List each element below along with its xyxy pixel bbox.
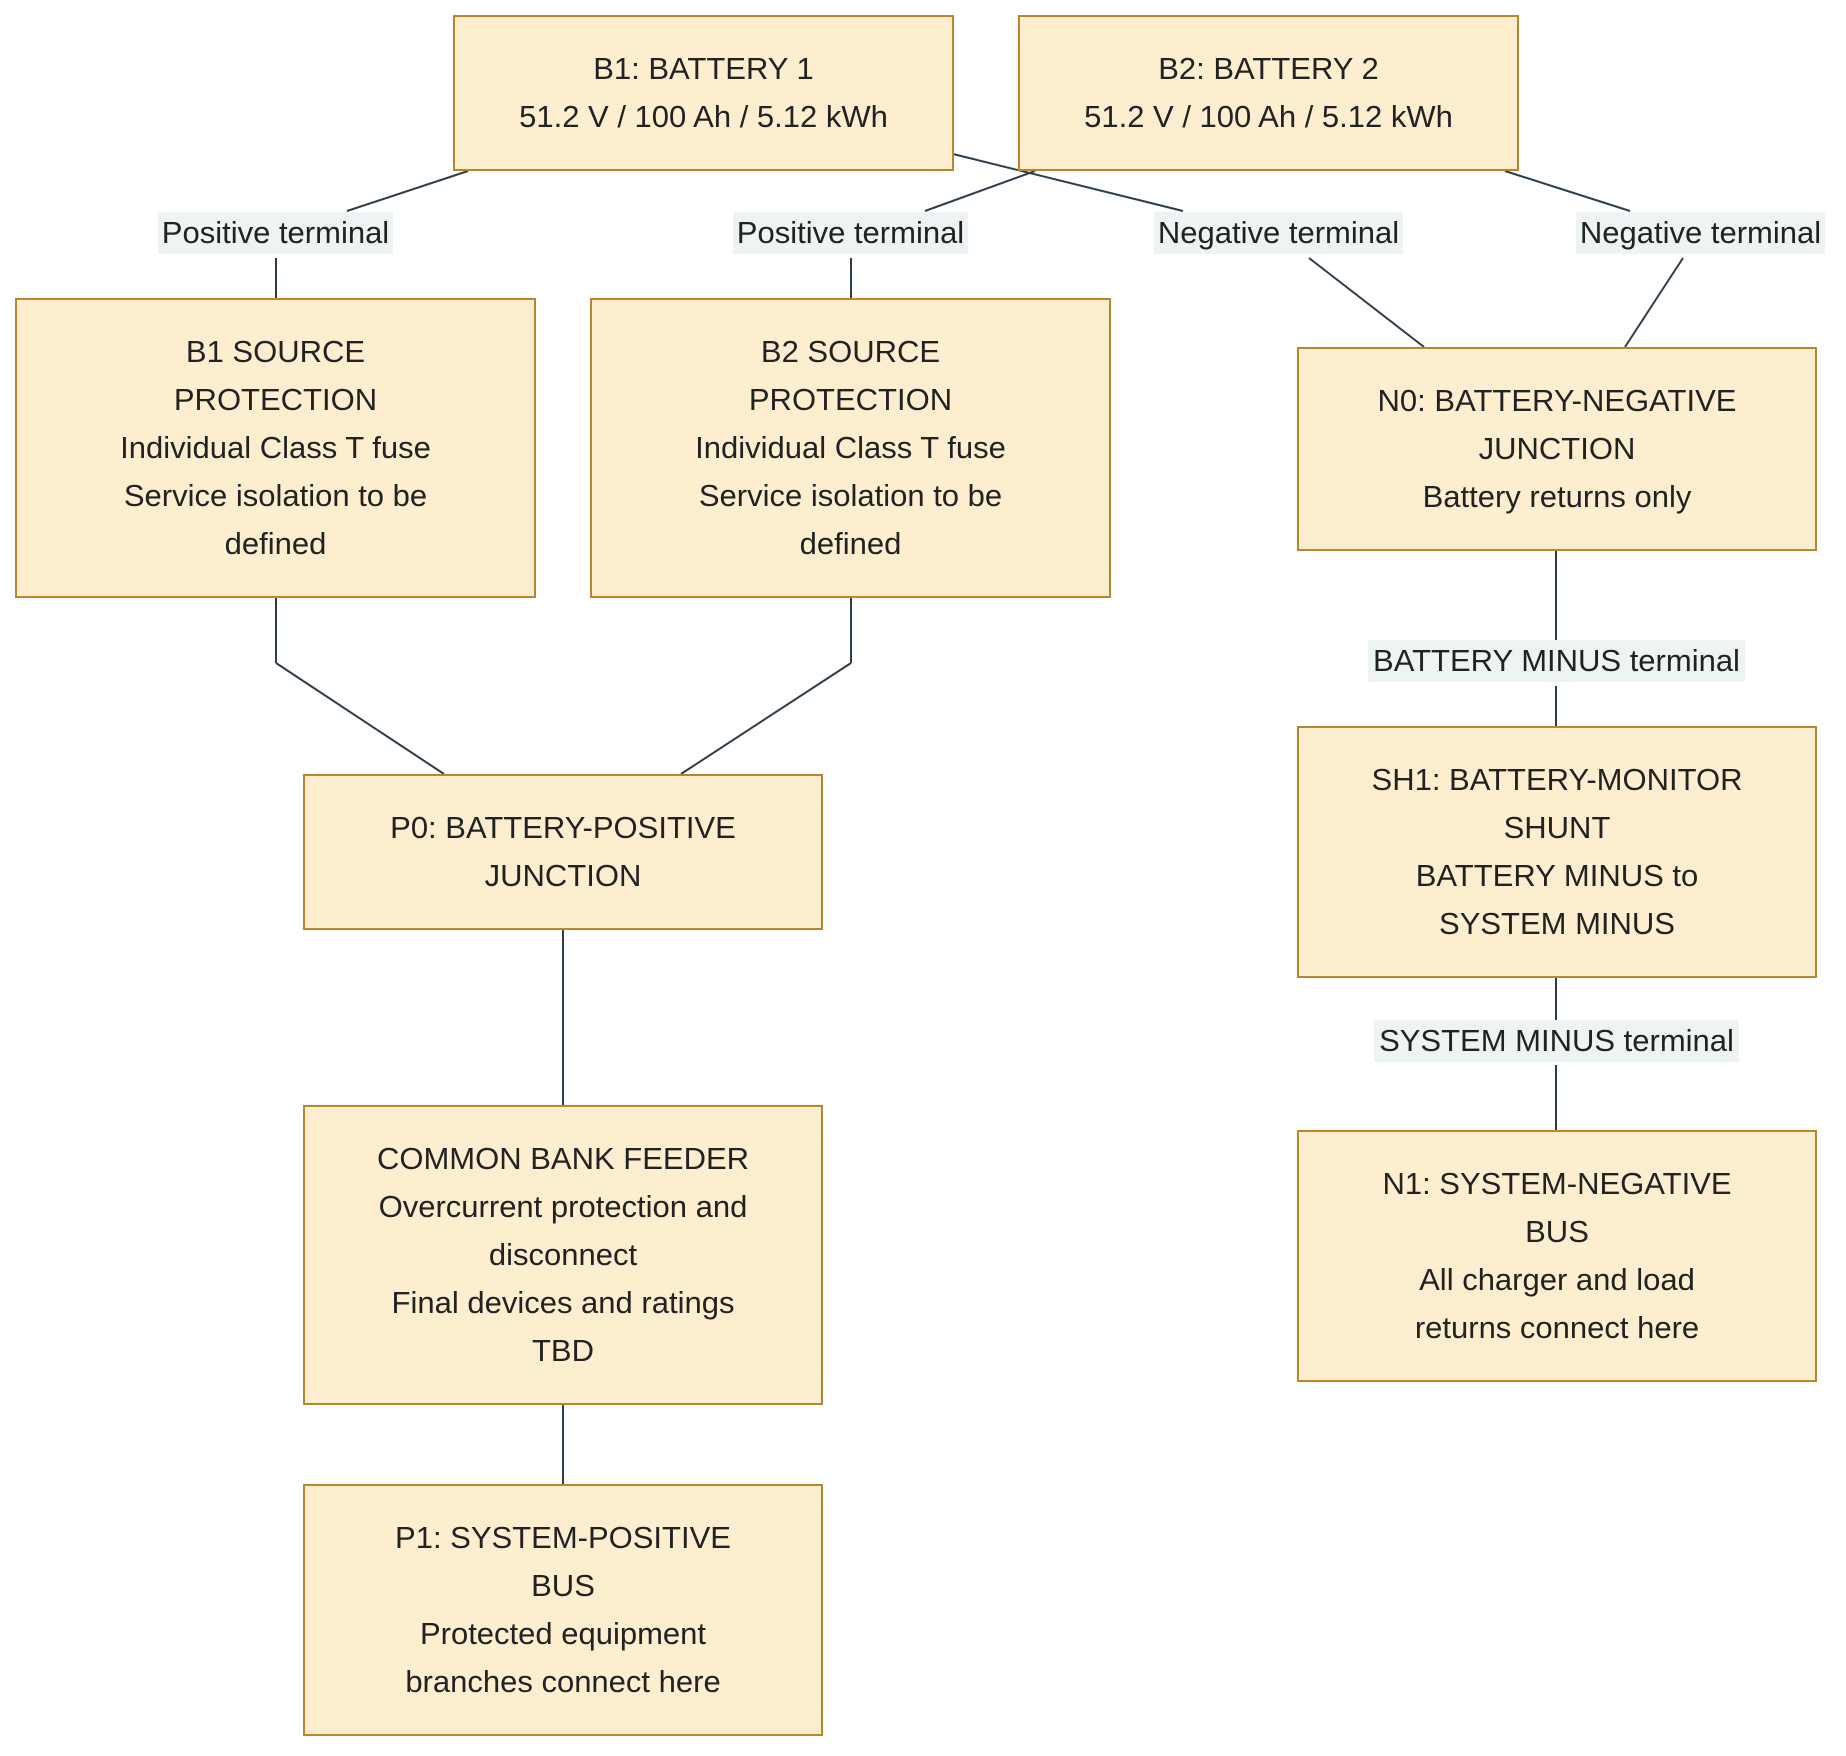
b1-protection-line-2: PROTECTION <box>173 382 378 417</box>
n1-line-2: BUS <box>1525 1214 1589 1249</box>
feeder-line-5: TBD <box>532 1333 594 1368</box>
n1-line-3: All charger and load <box>1419 1262 1695 1297</box>
battery-2-node: B2: BATTERY 2 51.2 V / 100 Ah / 5.12 kWh <box>1018 15 1519 171</box>
feeder-line-1: COMMON BANK FEEDER <box>376 1141 750 1176</box>
b2-protection-line-1: B2 SOURCE <box>760 334 941 369</box>
p1-line-2: BUS <box>531 1568 595 1603</box>
feeder-line-4: Final devices and ratings <box>391 1285 735 1320</box>
b1-protection-line-5: defined <box>224 526 327 561</box>
n1-line-4: returns connect here <box>1414 1310 1700 1345</box>
sh1-line-4: SYSTEM MINUS <box>1439 906 1675 941</box>
wire-b2prot-p0-b <box>680 662 852 775</box>
p1-system-positive-bus-node: P1: SYSTEM-POSITIVE BUS Protected equipm… <box>303 1484 823 1736</box>
sh1-line-2: SHUNT <box>1503 810 1611 845</box>
p0-line-1: P0: BATTERY-POSITIVE <box>390 810 736 845</box>
b1-protection-line-3: Individual Class T fuse <box>120 430 431 465</box>
wire-b1-negative-b <box>1308 257 1425 348</box>
n0-line-1: N0: BATTERY-NEGATIVE <box>1377 383 1737 418</box>
wire-b1prot-p0-b <box>275 662 445 775</box>
n0-line-2: JUNCTION <box>1478 431 1636 466</box>
n0-battery-negative-junction-node: N0: BATTERY-NEGATIVE JUNCTION Battery re… <box>1297 347 1817 551</box>
b2-source-protection-node: B2 SOURCE PROTECTION Individual Class T … <box>590 298 1111 598</box>
battery-2-title: B2: BATTERY 2 <box>1158 51 1379 86</box>
battery-1-spec: 51.2 V / 100 Ah / 5.12 kWh <box>519 99 888 134</box>
sh1-battery-monitor-shunt-node: SH1: BATTERY-MONITOR SHUNT BATTERY MINUS… <box>1297 726 1817 978</box>
n0-line-3: Battery returns only <box>1422 479 1692 514</box>
b1-protection-line-4: Service isolation to be <box>123 478 428 513</box>
b2-protection-line-5: defined <box>799 526 902 561</box>
battery-1-title: B1: BATTERY 1 <box>593 51 814 86</box>
p1-line-1: P1: SYSTEM-POSITIVE <box>395 1520 731 1555</box>
edge-label-b1-positive: Positive terminal <box>158 212 393 254</box>
b2-protection-line-3: Individual Class T fuse <box>695 430 1006 465</box>
wire-b2-negative-a <box>1504 170 1631 212</box>
battery-1-node: B1: BATTERY 1 51.2 V / 100 Ah / 5.12 kWh <box>453 15 954 171</box>
p0-battery-positive-junction-node: P0: BATTERY-POSITIVE JUNCTION <box>303 774 823 930</box>
edge-label-b1-negative: Negative terminal <box>1154 212 1403 254</box>
p0-line-2: JUNCTION <box>484 858 642 893</box>
sh1-line-1: SH1: BATTERY-MONITOR <box>1371 762 1743 797</box>
edge-label-b2-negative: Negative terminal <box>1576 212 1825 254</box>
b2-protection-line-2: PROTECTION <box>748 382 953 417</box>
wire-b2-negative-b <box>1624 257 1684 348</box>
p1-line-4: branches connect here <box>405 1664 721 1699</box>
battery-2-spec: 51.2 V / 100 Ah / 5.12 kWh <box>1084 99 1453 134</box>
wire-b1-negative-a <box>952 153 1184 212</box>
wire-b2-positive-a <box>924 170 1036 212</box>
edge-label-system-minus: SYSTEM MINUS terminal <box>1374 1020 1739 1062</box>
b1-source-protection-node: B1 SOURCE PROTECTION Individual Class T … <box>15 298 536 598</box>
p1-line-3: Protected equipment <box>419 1616 707 1651</box>
wire-b1-positive-a <box>346 170 469 212</box>
edge-label-b2-positive: Positive terminal <box>733 212 968 254</box>
feeder-line-2: Overcurrent protection and <box>378 1189 748 1224</box>
common-bank-feeder-node: COMMON BANK FEEDER Overcurrent protectio… <box>303 1105 823 1405</box>
n1-system-negative-bus-node: N1: SYSTEM-NEGATIVE BUS All charger and … <box>1297 1130 1817 1382</box>
n1-line-1: N1: SYSTEM-NEGATIVE <box>1382 1166 1732 1201</box>
b2-protection-line-4: Service isolation to be <box>698 478 1003 513</box>
b1-protection-line-1: B1 SOURCE <box>185 334 366 369</box>
feeder-line-3: disconnect <box>488 1237 638 1272</box>
edge-label-battery-minus: BATTERY MINUS terminal <box>1368 640 1745 682</box>
sh1-line-3: BATTERY MINUS to <box>1415 858 1699 893</box>
